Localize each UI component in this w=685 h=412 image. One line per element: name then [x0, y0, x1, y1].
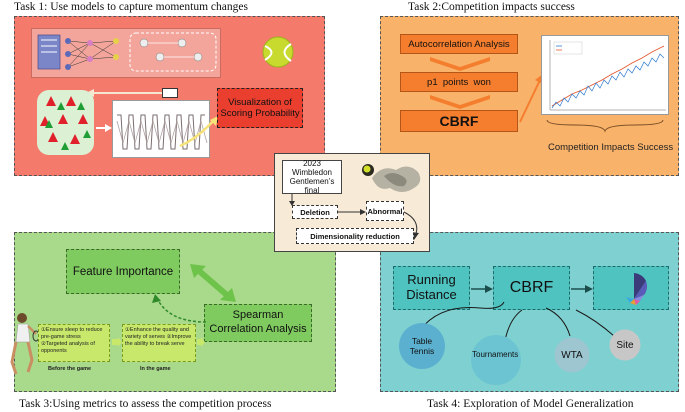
deletion-box: Deletion — [292, 205, 338, 219]
in-game-items: ①Enhance the quality and variety of serv… — [125, 327, 192, 347]
dashed-curve-arrow — [152, 294, 207, 323]
chart-to-viz-arrow — [179, 116, 218, 148]
cbrf-box: CBRF — [400, 110, 518, 132]
tournaments-label: Tournaments — [472, 350, 519, 359]
dataset-label: 2023 Wimbledon Gentlemen’s final — [289, 158, 335, 196]
p1-points-box: p1 points won — [400, 72, 518, 92]
spearman-label: Spearman Correlation Analysis — [209, 309, 307, 335]
brace — [546, 119, 664, 133]
decision-box — [162, 88, 178, 98]
deletion-label: Deletion — [300, 207, 330, 217]
tennis-player-icon — [10, 313, 40, 375]
table-tennis-bubble — [399, 323, 445, 369]
wta-bubble — [554, 337, 590, 373]
right-arrow-icon — [197, 337, 205, 347]
double-arrow-icon — [190, 264, 236, 302]
visualization-label: Visualization of Scoring Probability — [220, 96, 300, 119]
cbrf-label: CBRF — [439, 113, 479, 129]
spearman-box: Spearman Correlation Analysis — [204, 304, 312, 342]
tree-icons — [40, 96, 91, 150]
random-forest-panel — [37, 90, 94, 155]
running-distance-label: Running Distance — [406, 272, 457, 302]
task4-cbrf-box: CBRF — [493, 266, 570, 310]
dimred-box: Dimensionality reduction — [296, 228, 414, 244]
p1-points-label: p1 points won — [427, 76, 491, 88]
tournaments-bubble — [471, 335, 521, 385]
abnormal-label: Abnormal — [367, 206, 403, 216]
site-bubble — [609, 329, 641, 361]
neural-network-diagram — [37, 32, 217, 72]
competition-impacts-caption: Competition Impacts Success — [548, 142, 674, 153]
success-chart-lines — [549, 40, 666, 111]
abnormal-box: Abnormal — [366, 201, 404, 221]
chevron-down-icon — [430, 57, 490, 71]
autocorrelation-box: Autocorrelation Analysis — [400, 34, 518, 54]
radial-chart-icon — [626, 273, 648, 305]
table-tennis-label: Table Tennis — [409, 335, 435, 356]
forest-to-chart-arrow — [96, 124, 112, 132]
in-game-label: In the game — [140, 366, 171, 372]
dimred-label: Dimensionality reduction — [310, 231, 400, 241]
task1-title: Task 1: Use models to capture momentum c… — [14, 1, 248, 13]
dataset-box: 2023 Wimbledon Gentlemen’s final — [282, 158, 342, 196]
wta-label: WTA — [561, 349, 583, 361]
task2-title: Task 2:Competition impacts success — [408, 1, 575, 13]
task4-cbrf-label: CBRF — [509, 279, 554, 296]
tennis-ball-icon — [262, 36, 294, 68]
right-arrow-icon — [112, 337, 122, 347]
feedback-arrow — [86, 89, 162, 97]
autocorrelation-label: Autocorrelation Analysis — [408, 38, 510, 50]
feature-importance-label: Feature Importance — [72, 265, 174, 278]
chevron-down-icon — [430, 95, 490, 109]
output-chart-box — [593, 266, 669, 310]
before-game-items: ①Ensure sleep to reduce pre-game stress … — [41, 327, 103, 354]
right-arrow-icon — [471, 285, 493, 293]
site-label: Site — [616, 339, 634, 351]
neural-network-inset — [31, 28, 221, 78]
task4-title: Task 4: Exploration of Model Generalizat… — [427, 398, 634, 410]
in-game-box: ①Enhance the quality and variety of serv… — [122, 324, 196, 362]
success-chart — [541, 35, 669, 115]
center-flow-arrows — [289, 194, 419, 240]
before-game-box: ①Ensure sleep to reduce pre-game stress … — [38, 324, 110, 362]
before-game-label: Before the game — [48, 366, 92, 372]
visualization-box: Visualization of Scoring Probability — [217, 88, 303, 128]
right-arrow-icon — [571, 285, 593, 293]
feature-importance-box: Feature Importance — [66, 249, 180, 294]
flying-ball-icon — [362, 164, 421, 192]
task3-title: Task 3:Using metrics to assess the compe… — [19, 398, 272, 410]
momentum-line — [116, 114, 208, 150]
momentum-chart — [112, 100, 210, 158]
running-distance-box: Running Distance — [393, 266, 470, 310]
